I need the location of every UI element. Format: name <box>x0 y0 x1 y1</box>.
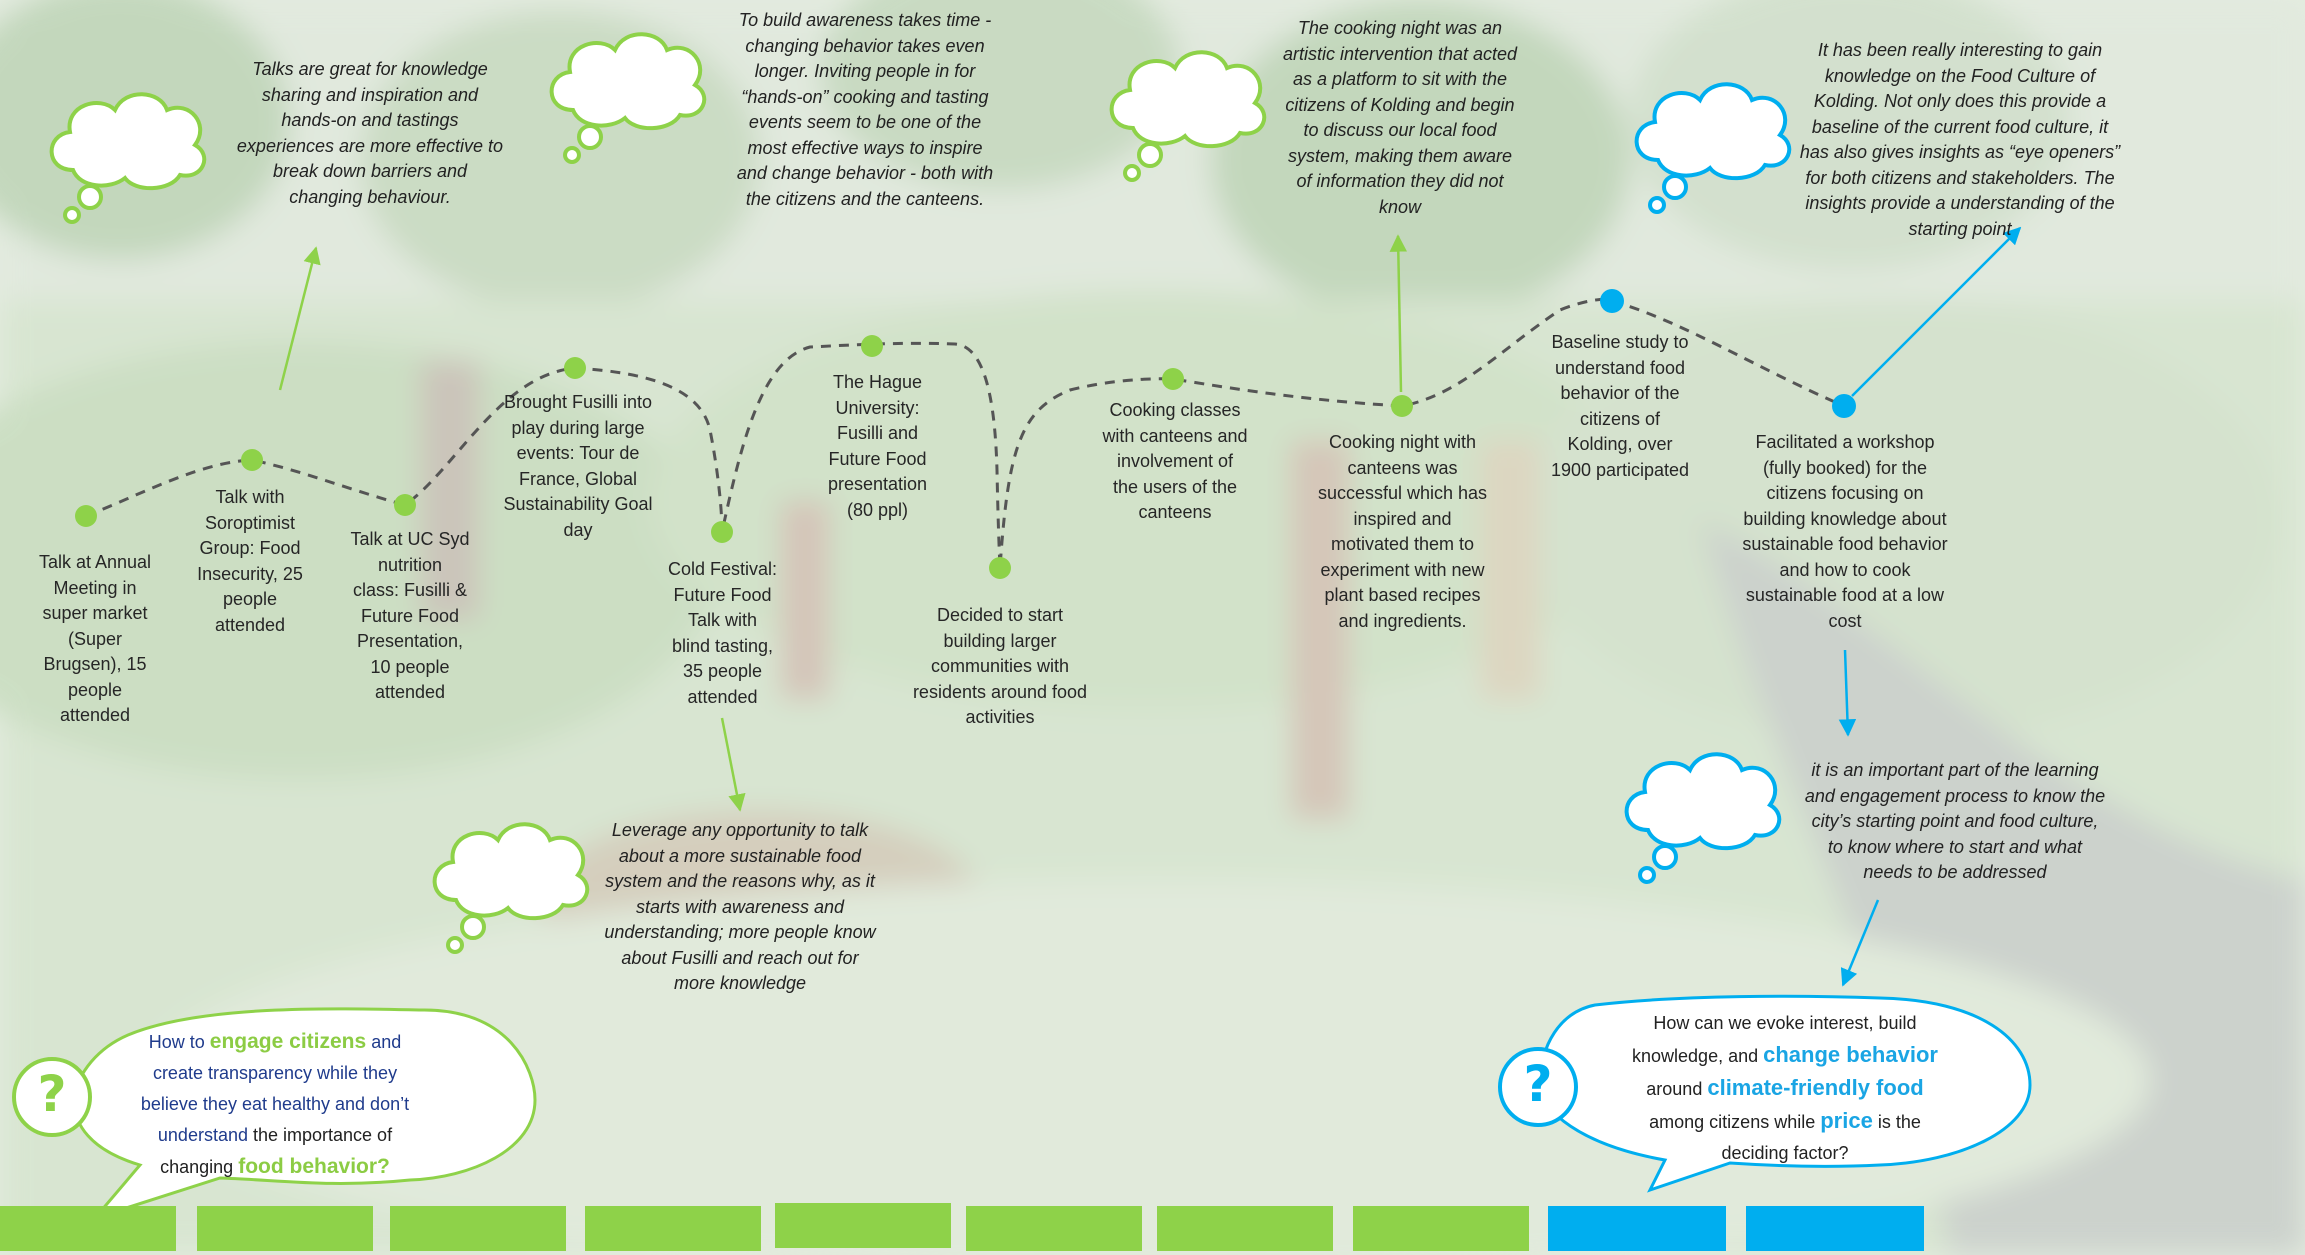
question-bubble-blue <box>1498 994 2032 1193</box>
dot-e4 <box>564 357 586 379</box>
timeline-event-11: Facilitated a workshop (fully booked) fo… <box>1742 432 1948 631</box>
question-text-part: deciding factor? <box>1721 1143 1849 1163</box>
bottom-bar <box>1353 1206 1529 1251</box>
question-text-part: How to <box>148 1032 210 1052</box>
question-text-part: and <box>366 1032 402 1052</box>
thought-cloud-icon <box>49 92 207 224</box>
question-mark-icon: ? <box>37 1065 67 1123</box>
dot-e3 <box>394 494 416 516</box>
question-text-blue: How can we evoke interest, build knowledg… <box>1580 1008 1990 1169</box>
question-text-part: understand <box>157 1125 248 1145</box>
question-text-part: around <box>1646 1079 1708 1099</box>
bottom-bar <box>775 1203 951 1248</box>
question-text-part: among citizens while <box>1649 1112 1821 1132</box>
insight-note-1: Talks are great for knowledge sharing an… <box>236 59 504 207</box>
bottom-bar <box>1746 1206 1924 1251</box>
timeline-event-5: Cold Festival: Future Food Talk with bli… <box>667 559 778 707</box>
dot-e6 <box>861 335 883 357</box>
question-text-part: change behavior <box>1763 1042 1938 1067</box>
dot-e10 <box>1600 289 1624 313</box>
bottom-bar <box>585 1206 761 1251</box>
question-text-part: is the <box>1872 1112 1921 1132</box>
dot-e8 <box>1162 368 1184 390</box>
dot-e7 <box>989 557 1011 579</box>
timeline-event-4: Brought Fusilli into play during large e… <box>503 392 653 540</box>
dot-e11 <box>1832 394 1856 418</box>
thought-cloud-icon <box>432 822 590 954</box>
insight-note-2: To build awareness takes time - changing… <box>736 10 994 209</box>
bottom-bar <box>390 1206 566 1251</box>
bottom-bar <box>197 1206 373 1251</box>
question-text-part: food behavior? <box>238 1155 390 1178</box>
timeline-event-6: The Hague University: Fusilli and Future… <box>827 372 928 520</box>
bottom-bar <box>1157 1206 1333 1251</box>
bottom-bar <box>966 1206 1142 1251</box>
insight-note-3: The cooking night was an artistic interv… <box>1282 18 1518 217</box>
timeline-event-7: Decided to start building larger communi… <box>912 605 1088 727</box>
timeline-event-10: Baseline study to understand food behavi… <box>1550 332 1690 480</box>
question-text-part: engage citizens <box>209 1030 367 1053</box>
insight-note-6: it is an important part of the learning … <box>1804 760 2106 882</box>
question-text-green: How to engage citizens and create transpa… <box>115 1026 435 1183</box>
thought-cloud-icon <box>549 32 707 164</box>
arrow-e9-n3 <box>1389 234 1408 393</box>
thought-cloud-icon <box>1624 752 1782 884</box>
question-mark-icon: ? <box>1523 1055 1553 1113</box>
insight-note-4: It has been really interesting to gain k… <box>1799 40 2121 239</box>
timeline-event-8: Cooking classes with canteens and involv… <box>1102 400 1248 522</box>
arrow-e11-n6 <box>1838 649 1857 737</box>
timeline-event-1: Talk at Annual Meeting in super market (… <box>38 552 152 725</box>
question-text-part: price <box>1820 1108 1873 1133</box>
question-text-part: create transparency while they <box>152 1063 398 1083</box>
question-text-part: knowledge, and <box>1632 1046 1764 1066</box>
question-text-part: the importance of <box>247 1125 393 1145</box>
question-text-part: changing <box>160 1157 239 1177</box>
question-text-part: climate-friendly food <box>1707 1075 1924 1100</box>
timeline-event-2: Talk with Soroptimist Group: Food Insecu… <box>197 487 303 635</box>
dot-e2 <box>241 449 263 471</box>
question-bubble-green <box>12 1007 537 1222</box>
arrow-e11-n4 <box>1851 226 2022 397</box>
question-text-part: How can we evoke interest, build <box>1653 1013 1917 1033</box>
timeline-event-3: Talk at UC Syd nutrition class: Fusilli … <box>350 529 470 702</box>
arrow-n6-question <box>1840 899 1880 987</box>
timeline-event-9: Cooking night with canteens was successf… <box>1317 432 1488 631</box>
thought-cloud-icon <box>1634 82 1792 214</box>
dot-e9 <box>1391 395 1413 417</box>
thought-cloud-icon <box>1109 50 1267 182</box>
bottom-bar <box>1548 1206 1726 1251</box>
journey-path <box>85 297 1845 569</box>
dot-e1 <box>75 505 97 527</box>
dot-e5 <box>711 521 733 543</box>
arrow-e5-n5 <box>720 717 746 812</box>
arrow-e2-n1 <box>278 246 321 391</box>
insight-note-5: Leverage any opportunity to talk about a… <box>604 820 876 993</box>
bottom-bar <box>0 1206 176 1251</box>
question-text-part: believe they eat healthy and don’t <box>140 1094 410 1114</box>
